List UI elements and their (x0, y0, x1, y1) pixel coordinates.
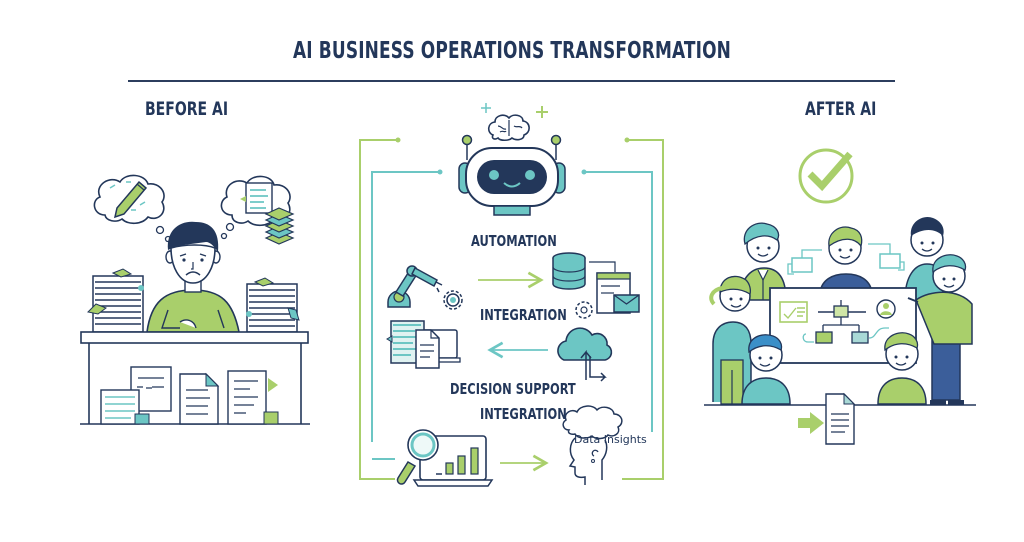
after-ai-label: AFTER AI (805, 98, 877, 120)
checkmark-circle-icon (798, 148, 854, 204)
decision-support-label: DECISION SUPPORT (450, 380, 576, 398)
robot-arm-icon (387, 265, 443, 308)
paper-pile-right-icon (246, 277, 300, 333)
thought-bubble-pencil-icon (93, 174, 172, 243)
team-front-icon (704, 254, 976, 406)
before-ai-label: BEFORE AI (145, 98, 229, 120)
robot-brain-icon (458, 103, 566, 216)
stressed-worker-icon (146, 221, 240, 333)
document-mail-icon (589, 261, 640, 314)
cloud-sync-icon (557, 327, 613, 382)
process-loop-lines (359, 137, 664, 480)
thinking-head-icon (562, 405, 623, 485)
integration-label-2: INTEGRATION (480, 405, 567, 423)
document-arrow-icon (798, 392, 856, 445)
page-title: AI BUSINESS OPERATIONS TRANSFORMATION (292, 38, 732, 64)
database-icon (552, 252, 586, 290)
data-insights-label: Data Insights (574, 433, 647, 446)
title-divider (128, 80, 895, 82)
magnifier-chart-icon (396, 429, 494, 487)
document-pile-icon (100, 366, 279, 425)
paper-stack-icon (264, 207, 295, 245)
gear-icon-2 (575, 301, 593, 319)
integration-label: INTEGRATION (480, 306, 567, 324)
documents-laptop-icon (386, 320, 461, 369)
gear-icon (443, 290, 463, 310)
automation-label: AUTOMATION (471, 232, 557, 250)
paper-pile-left-icon (86, 268, 144, 333)
